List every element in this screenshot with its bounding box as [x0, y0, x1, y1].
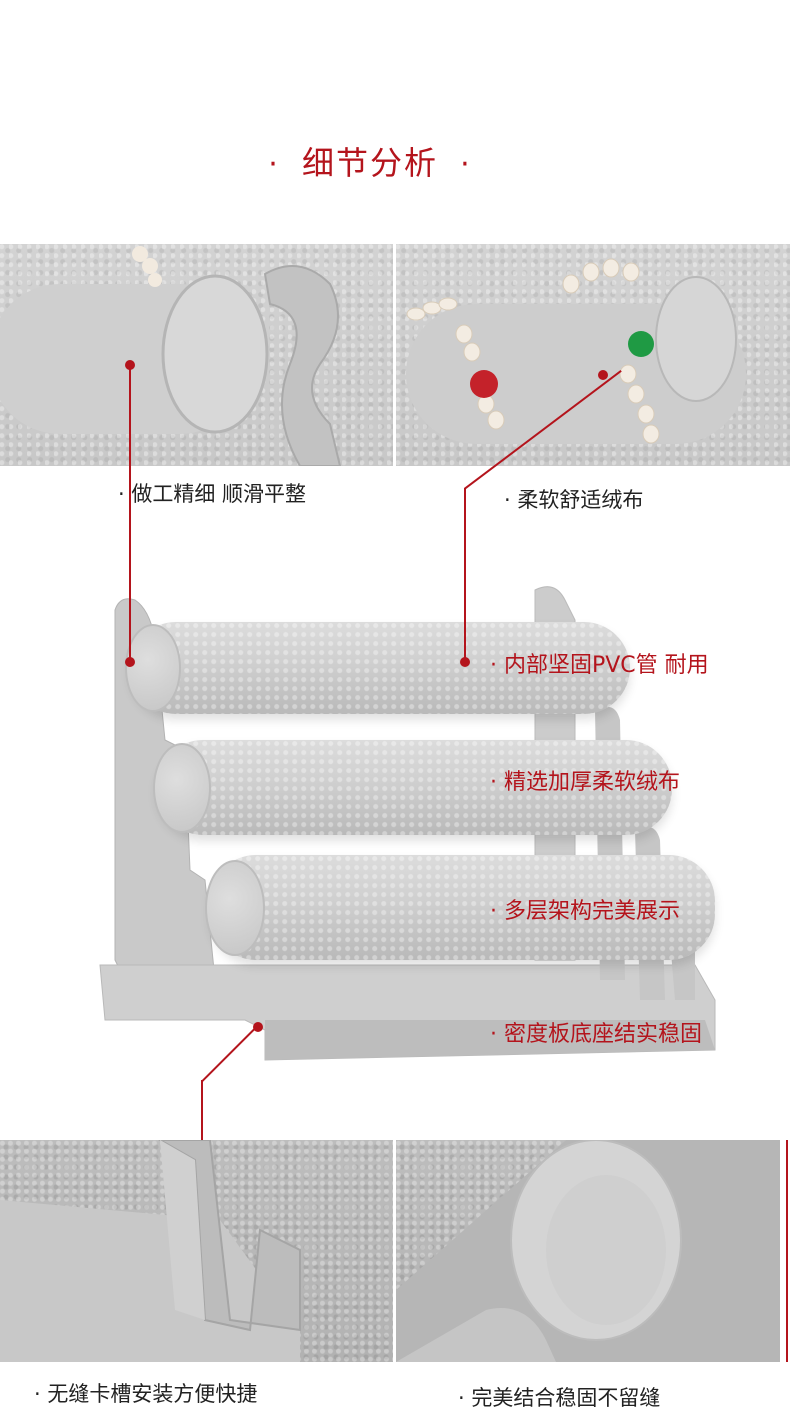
slot-illustration [0, 1140, 301, 1362]
callout-dot-3a [253, 1022, 263, 1032]
callout-line-1 [129, 365, 131, 663]
callout-line-2a [464, 488, 466, 663]
rod-joint-illustration [396, 1140, 780, 1362]
rod-bottom-end [205, 860, 265, 956]
caption-detail-2: · 柔软舒适绒布 [504, 488, 644, 512]
rod-middle-end [153, 743, 211, 833]
product-stand [95, 580, 725, 1090]
title-dot-left: · [268, 147, 280, 182]
caption-feature-3: · 多层架构完美展示 [490, 899, 680, 924]
title-text: 细节分析 [301, 144, 438, 182]
rod-top-end [125, 624, 181, 712]
caption-detail-1: · 做工精细 顺滑平整 [118, 482, 307, 506]
edge-line-right [786, 1140, 788, 1362]
photo-rod-end [0, 244, 393, 466]
caption-feature-4: · 密度板底座结实稳固 [490, 1022, 702, 1047]
callout-dot-1a [125, 360, 135, 370]
rod-end-illustration [0, 246, 342, 466]
photo-bracelet [396, 244, 790, 466]
caption-feature-1: · 内部坚固PVC管 耐用 [490, 653, 709, 678]
photo-rod-joint [396, 1140, 780, 1362]
callout-dot-2b [460, 657, 470, 667]
callout-dot-1b [125, 657, 135, 667]
section-title: · 细节分析 · [0, 138, 740, 184]
caption-feature-2: · 精选加厚柔软绒布 [490, 770, 680, 795]
photo-slot [0, 1140, 393, 1362]
rod-top [130, 622, 630, 714]
rod-middle [157, 740, 672, 835]
bracelet-illustration [406, 258, 746, 444]
callout-dot-2a [598, 370, 608, 380]
caption-detail-3: · 无缝卡槽安装方便快捷 [34, 1382, 258, 1406]
rod-bottom [210, 855, 715, 960]
title-dot-right: · [460, 147, 472, 182]
caption-detail-4: · 完美结合稳固不留缝 [458, 1386, 661, 1410]
